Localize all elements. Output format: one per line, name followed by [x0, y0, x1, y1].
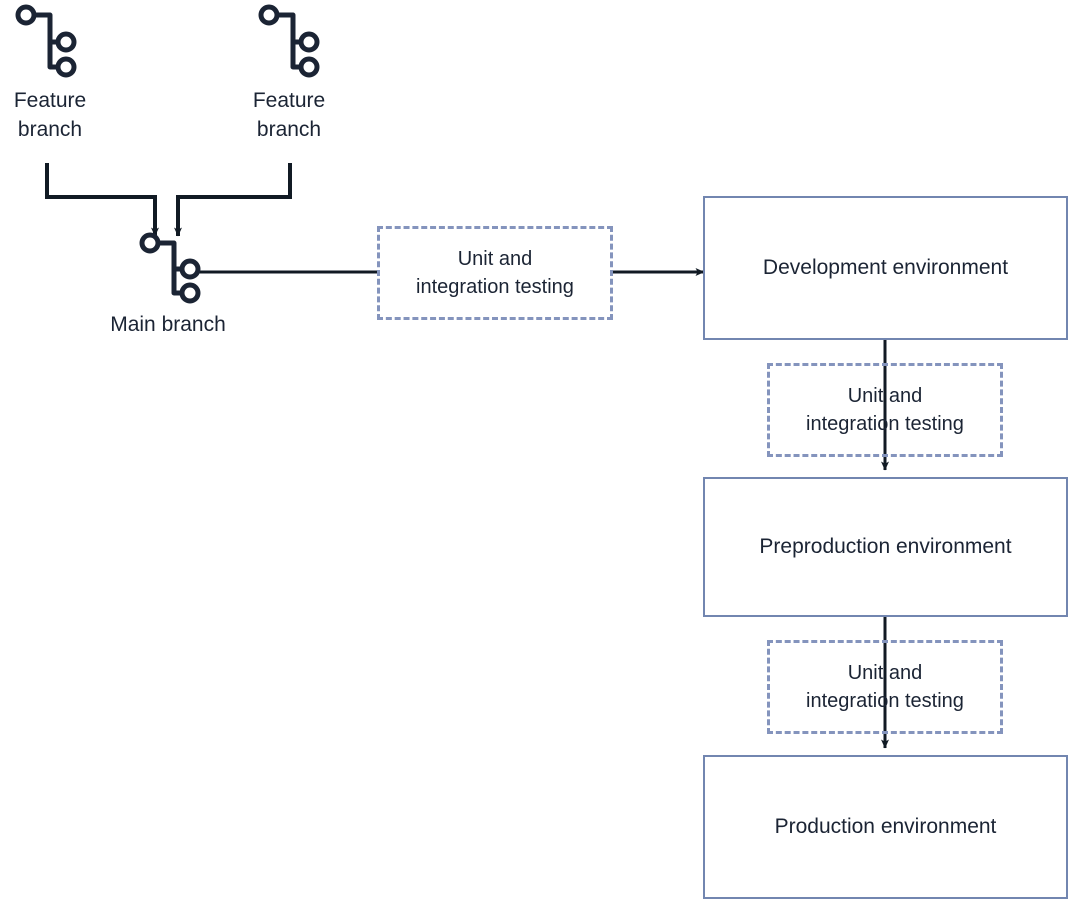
testing-gate-2[interactable]: Unit and integration testing	[767, 363, 1003, 457]
preproduction-environment-box[interactable]: Preproduction environment	[703, 477, 1068, 617]
testing-gate-2-label: Unit and integration testing	[806, 385, 964, 435]
testing-gate-1[interactable]: Unit and integration testing	[377, 226, 613, 320]
production-environment-label: Production environment	[774, 815, 997, 838]
git-branch-icon-main	[139, 232, 201, 304]
testing-gate-3[interactable]: Unit and integration testing	[767, 640, 1003, 734]
connector-feature-right-to-main	[174, 163, 292, 237]
git-branch-icon-feature-left	[15, 4, 77, 78]
testing-gate-3-label: Unit and integration testing	[806, 662, 964, 712]
testing-gate-1-label: Unit and integration testing	[416, 248, 574, 298]
connector-feature-left-to-main	[45, 163, 159, 237]
development-environment-label: Development environment	[762, 256, 1009, 279]
git-branch-icon-feature-right	[258, 4, 320, 78]
preproduction-environment-label: Preproduction environment	[759, 535, 1012, 558]
production-environment-box[interactable]: Production environment	[703, 755, 1068, 899]
development-environment-box[interactable]: Development environment	[703, 196, 1068, 340]
